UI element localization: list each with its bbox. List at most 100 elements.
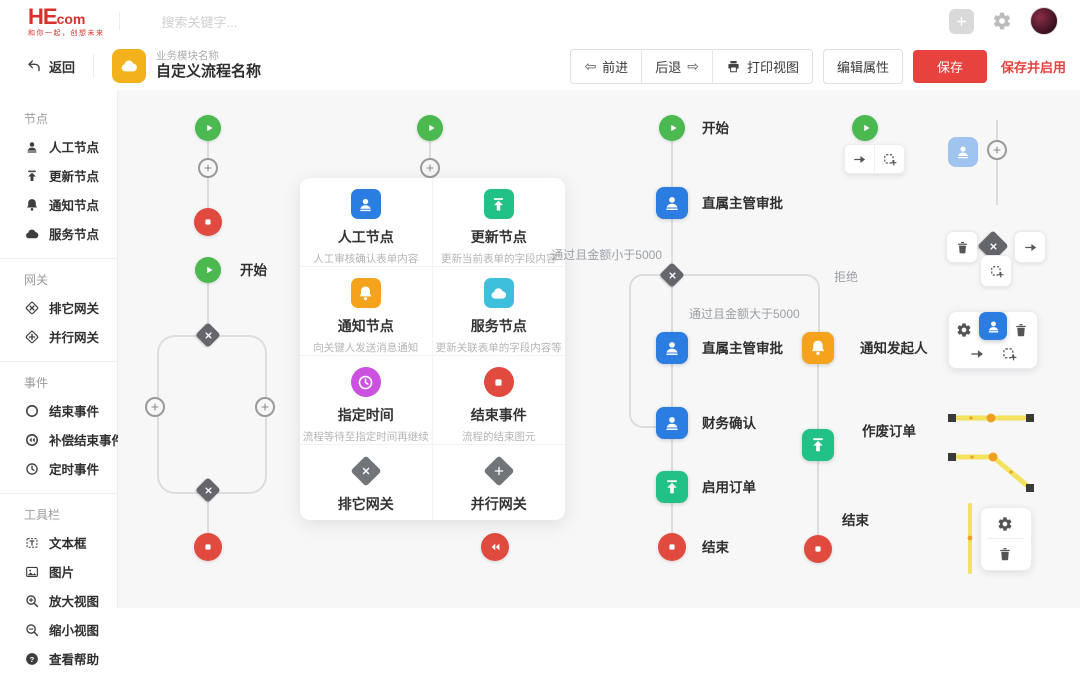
section-title-events: 事件	[24, 376, 49, 390]
palette-item-timer[interactable]: 指定时间 流程等待至指定时间再继续	[300, 356, 433, 445]
backward-button[interactable]: 后退 ⇨	[641, 49, 712, 83]
trash-icon	[955, 240, 970, 255]
section-title-nodes: 节点	[24, 112, 49, 126]
palette-item-service-node[interactable]: 服务节点 更新关联表单的字段内容等	[432, 267, 565, 356]
sidebar-item-timer-event[interactable]: 定时事件	[0, 454, 117, 483]
parallel-gateway-icon	[484, 456, 514, 486]
back-arrow-icon	[26, 58, 42, 74]
edit-properties-label: 编辑属性	[836, 59, 889, 75]
add-icon[interactable]	[949, 8, 974, 34]
image-icon	[24, 564, 40, 580]
person-icon	[662, 413, 682, 433]
settings-button[interactable]	[956, 322, 972, 338]
palette-item-update-node[interactable]: 更新节点 更新当前表单的字段内容	[432, 178, 565, 267]
connect-button[interactable]	[969, 346, 985, 362]
sidebar-item-zoom-out[interactable]: 缩小视图	[0, 615, 117, 644]
palette-item-exclusive-gateway[interactable]: 排它网关 执行符合条件的流程	[300, 445, 433, 520]
selected-connectors[interactable]	[940, 405, 1050, 580]
sidebar-item-update-node[interactable]: 更新节点	[0, 161, 117, 190]
node-label: 启用订单	[702, 480, 756, 495]
rewind-icon	[487, 539, 503, 555]
module-icon	[112, 49, 147, 83]
update-task-node[interactable]	[802, 429, 834, 461]
connect-arrow-icon[interactable]	[845, 145, 874, 173]
zoom-out-icon	[24, 622, 40, 638]
add-node-handle[interactable]	[255, 397, 275, 417]
notify-task-node[interactable]	[802, 332, 834, 364]
sidebar-divider	[0, 493, 117, 494]
user-task-node[interactable]	[656, 407, 688, 439]
end-event-node[interactable]	[658, 533, 686, 561]
exclusive-gateway-node[interactable]	[195, 477, 221, 503]
update-task-node[interactable]	[656, 471, 688, 503]
sidebar-item-image[interactable]: 图片	[0, 557, 117, 586]
save-and-enable-button[interactable]: 保存并启用	[1000, 59, 1066, 75]
print-view-button[interactable]: 打印视图	[711, 49, 812, 83]
end-event-node[interactable]	[194, 208, 222, 236]
search-input[interactable]: 搜索关键字...	[161, 14, 238, 30]
edit-properties-button[interactable]: 编辑属性	[822, 48, 903, 84]
textbox-icon	[24, 535, 40, 551]
add-node-handle[interactable]	[987, 140, 1007, 160]
loop-connector	[157, 335, 267, 494]
copy-button[interactable]	[980, 255, 1012, 287]
end-event-node[interactable]	[194, 533, 222, 561]
sidebar-item-service-node[interactable]: 服务节点	[0, 219, 117, 248]
copy-button[interactable]	[1001, 346, 1017, 362]
palette-item-parallel-gateway[interactable]: 并行网关 执行所有的分支流程	[433, 445, 566, 520]
sidebar-item-user-node[interactable]: 人工节点	[0, 132, 117, 161]
exclusive-gateway-node[interactable]	[195, 322, 221, 348]
user-task-node[interactable]	[656, 187, 688, 219]
bypass-connector	[629, 274, 675, 428]
delete-button[interactable]	[946, 231, 978, 263]
forward-button[interactable]: ⇦ 前进	[571, 49, 642, 83]
delete-button[interactable]	[1013, 322, 1029, 338]
connect-button[interactable]	[1014, 231, 1046, 263]
user-node-icon	[350, 189, 381, 219]
back-button[interactable]: 返回	[26, 57, 75, 76]
sidebar-item-help[interactable]: 查看帮助	[0, 644, 117, 673]
add-node-handle[interactable]	[420, 158, 440, 178]
start-event-node[interactable]	[417, 115, 443, 141]
settings-button[interactable]	[997, 516, 1013, 532]
sidebar-item-exclusive-gateway[interactable]: 排它网关	[0, 293, 117, 322]
selected-user-node[interactable]	[979, 312, 1007, 340]
save-button[interactable]: 保存	[912, 49, 987, 83]
logo-tagline: 和你一起，创想未来	[28, 29, 105, 37]
palette-item-notify-node[interactable]: 通知节点 向关键人发送消息通知	[300, 267, 433, 356]
logo-text-primary: HE	[28, 3, 58, 29]
service-node-icon	[483, 278, 514, 308]
start-event-node[interactable]	[195, 115, 221, 141]
plus-icon	[150, 402, 160, 412]
delete-button[interactable]	[997, 546, 1013, 562]
user-task-node[interactable]	[656, 332, 688, 364]
compensation-end-node[interactable]	[481, 533, 509, 561]
user-avatar[interactable]	[1030, 7, 1058, 35]
palette-item-user-node[interactable]: 人工节点 人工审核确认表单内容	[300, 178, 433, 267]
start-event-node[interactable]	[659, 115, 685, 141]
backward-arrow-icon: ⇨	[687, 58, 699, 74]
sidebar-item-end-event[interactable]: 结束事件	[0, 396, 117, 425]
notify-node-icon	[24, 197, 40, 213]
node-label: 开始	[702, 121, 729, 136]
flow-canvas[interactable]: 开始 人工节点 人工审核确认表单内容 更新节点 更新当前表单的字段内容 通知节点…	[118, 90, 1080, 608]
start-event-node[interactable]	[852, 115, 878, 141]
exclusive-gateway-node[interactable]	[659, 262, 685, 288]
add-node-handle[interactable]	[145, 397, 165, 417]
sidebar-item-textbox[interactable]: 文本框	[0, 528, 117, 557]
reject-connector	[672, 274, 820, 334]
end-event-icon	[483, 367, 514, 397]
sidebar-item-compensation-end-event[interactable]: 补偿结束事件	[0, 425, 124, 454]
sidebar-item-parallel-gateway[interactable]: 并行网关	[0, 322, 117, 351]
sidebar-item-zoom-in[interactable]: 放大视图	[0, 586, 117, 615]
trash-icon	[1013, 322, 1029, 338]
copy-icon[interactable]	[874, 145, 904, 173]
start-event-node[interactable]	[195, 257, 221, 283]
sidebar-item-notify-node[interactable]: 通知节点	[0, 190, 117, 219]
history-button-group: ⇦ 前进 后退 ⇨ 打印视图	[570, 48, 813, 84]
end-event-node[interactable]	[804, 535, 832, 563]
ghost-user-node	[948, 137, 978, 167]
gear-icon[interactable]	[992, 11, 1012, 31]
add-node-handle[interactable]	[198, 158, 218, 178]
palette-item-end-event[interactable]: 结束事件 流程的结束图元	[432, 356, 565, 445]
